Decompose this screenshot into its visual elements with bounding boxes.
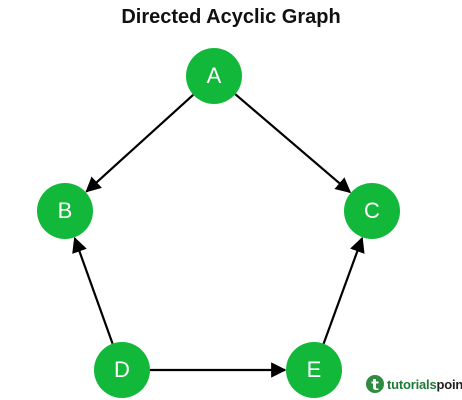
node-circle bbox=[94, 342, 150, 398]
node-label: A bbox=[207, 63, 222, 88]
node-circle bbox=[286, 342, 342, 398]
node-c: C bbox=[344, 183, 400, 239]
node-a: A bbox=[186, 48, 242, 104]
brand-text-tutorials: tutorials bbox=[387, 376, 437, 392]
node-e: E bbox=[286, 342, 342, 398]
node-label: E bbox=[307, 357, 322, 382]
edge-d-to-b bbox=[72, 236, 114, 345]
node-label: B bbox=[58, 198, 73, 223]
node-label: C bbox=[364, 198, 380, 223]
edge-e-to-c bbox=[322, 236, 365, 345]
diagram-title: Directed Acyclic Graph bbox=[121, 6, 341, 28]
tutorialspoint-logo-icon bbox=[366, 375, 384, 393]
node-circle bbox=[37, 183, 93, 239]
nodes-layer: A B C D E bbox=[37, 48, 400, 398]
brand-text-point: point bbox=[436, 376, 462, 392]
node-d: D bbox=[94, 342, 150, 398]
node-b: B bbox=[37, 183, 93, 239]
edge-a-to-c bbox=[234, 93, 352, 194]
edge-a-to-b bbox=[85, 93, 194, 193]
node-circle bbox=[186, 48, 242, 104]
tutorialspoint-brand: tutorialspoint bbox=[366, 375, 462, 393]
node-label: D bbox=[114, 357, 130, 382]
node-circle bbox=[344, 183, 400, 239]
edges-layer bbox=[72, 93, 365, 378]
